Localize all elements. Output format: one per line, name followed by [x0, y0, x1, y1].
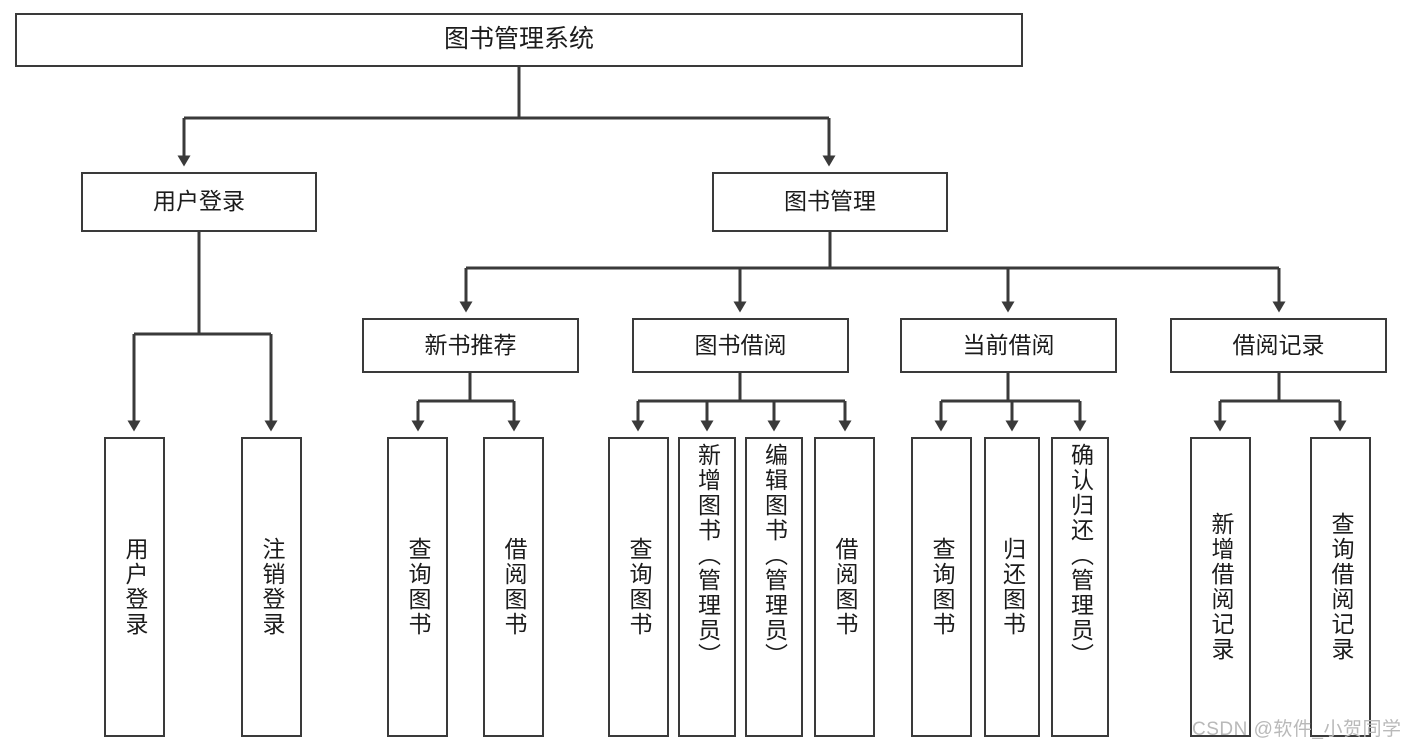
leaf-node[interactable]: 新增图书（管理员） — [678, 437, 736, 737]
leaf-node[interactable]: 查询图书 — [911, 437, 972, 737]
leaf-node[interactable]: 借阅图书 — [483, 437, 544, 737]
node-book-borrow[interactable]: 图书借阅 — [632, 318, 849, 373]
leaf-node[interactable]: 查询借阅记录 — [1310, 437, 1371, 737]
leaf-node-label: 借阅图书 — [832, 537, 858, 637]
node-borrow-record[interactable]: 借阅记录 — [1170, 318, 1387, 373]
node-user-login-label: 用户登录 — [153, 188, 245, 215]
leaf-node-label: 确认归还（管理员） — [1067, 443, 1094, 668]
leaf-node-label: 查询图书 — [405, 537, 431, 637]
leaf-node[interactable]: 归还图书 — [984, 437, 1040, 737]
node-current-borrow-label: 当前借阅 — [962, 331, 1055, 358]
leaf-node-label: 归还图书 — [999, 537, 1026, 637]
leaf-node[interactable]: 注销登录 — [241, 437, 302, 737]
leaf-node[interactable]: 新增借阅记录 — [1190, 437, 1251, 737]
node-root[interactable]: 图书管理系统 — [15, 13, 1023, 67]
node-user-login[interactable]: 用户登录 — [81, 172, 317, 232]
leaf-node[interactable]: 查询图书 — [387, 437, 448, 737]
leaf-node-label: 用户登录 — [122, 537, 148, 637]
leaf-node-label: 查询图书 — [626, 537, 652, 637]
leaf-node[interactable]: 确认归还（管理员） — [1051, 437, 1109, 737]
node-new-book-recommend-label: 新书推荐 — [424, 331, 517, 358]
leaf-node-label: 注销登录 — [259, 537, 285, 637]
node-book-management[interactable]: 图书管理 — [712, 172, 948, 232]
leaf-node[interactable]: 编辑图书（管理员） — [745, 437, 803, 737]
leaf-node[interactable]: 查询图书 — [608, 437, 669, 737]
node-borrow-record-label: 借阅记录 — [1232, 331, 1325, 358]
node-book-management-label: 图书管理 — [784, 188, 876, 215]
leaf-node[interactable]: 借阅图书 — [814, 437, 875, 737]
leaf-node-label: 查询借阅记录 — [1328, 512, 1354, 662]
leaf-node-label: 新增借阅记录 — [1208, 512, 1234, 662]
node-root-label: 图书管理系统 — [443, 25, 594, 54]
leaf-node[interactable]: 用户登录 — [104, 437, 165, 737]
leaf-node-label: 编辑图书（管理员） — [761, 443, 788, 668]
node-new-book-recommend[interactable]: 新书推荐 — [362, 318, 579, 373]
node-current-borrow[interactable]: 当前借阅 — [900, 318, 1117, 373]
leaf-node-label: 借阅图书 — [501, 537, 527, 637]
csdn-watermark: CSDN @软件_小贺同学 — [1192, 719, 1402, 740]
leaf-node-label: 新增图书（管理员） — [694, 443, 721, 668]
node-book-borrow-label: 图书借阅 — [694, 331, 787, 358]
leaf-node-label: 查询图书 — [929, 537, 955, 637]
